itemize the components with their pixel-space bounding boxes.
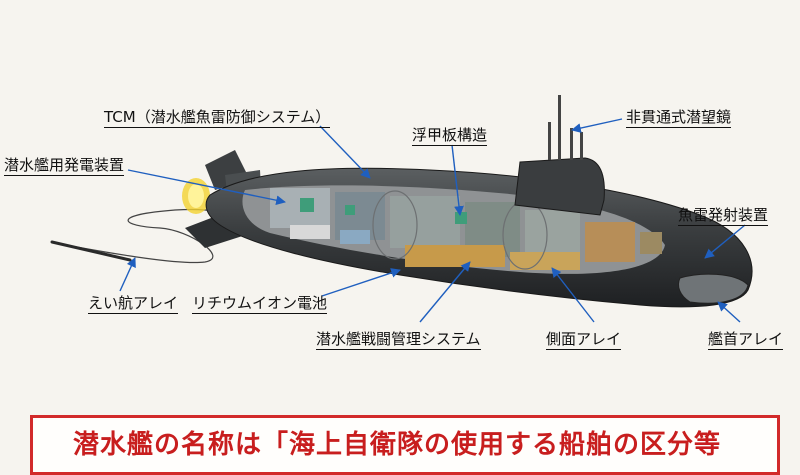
label-tcm: TCM（潜水艦魚雷防御システム） xyxy=(104,108,331,128)
label-power-generator: 潜水艦用発電装置 xyxy=(4,156,125,176)
label-lithium-battery: リチウムイオン電池 xyxy=(192,294,328,314)
label-deck-structure: 浮甲板構造 xyxy=(412,126,488,146)
submarine-cutaway-diagram xyxy=(50,95,753,323)
sail xyxy=(514,95,605,216)
callout-arrows xyxy=(119,118,746,323)
bow-array-window xyxy=(677,273,749,304)
propeller xyxy=(182,178,210,214)
label-periscope: 非貫通式潜望鏡 xyxy=(626,108,732,128)
caption-banner: 潜水艦の名称は「海上自衛隊の使用する船舶の区分等 xyxy=(30,415,780,475)
label-flank-array: 側面アレイ xyxy=(546,330,622,350)
label-bow-array: 艦首アレイ xyxy=(708,330,784,350)
caption-banner-text: 潜水艦の名称は「海上自衛隊の使用する船舶の区分等 xyxy=(73,430,722,460)
label-torpedo-tube: 魚雷発射装置 xyxy=(678,206,769,226)
label-combat-system: 潜水艦戦闘管理システム xyxy=(316,330,481,350)
label-towed-array: えい航アレイ xyxy=(88,294,179,314)
